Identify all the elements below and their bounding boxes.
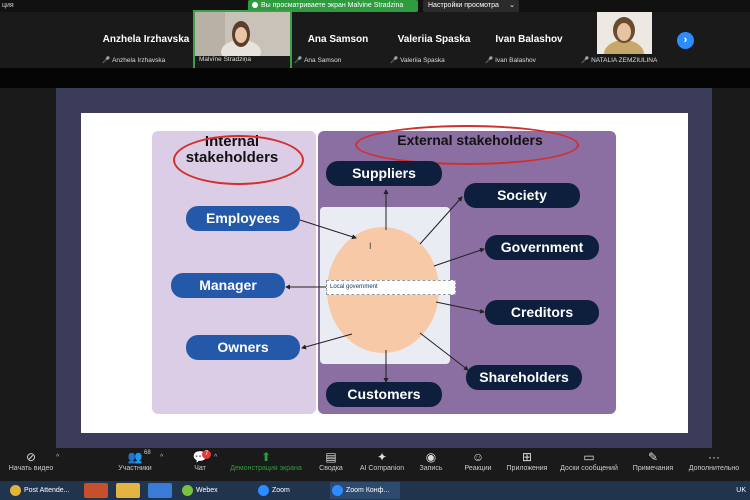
more-button[interactable]: ··· Дополнительно — [684, 448, 744, 481]
apps-icon: ⊞ — [521, 450, 533, 464]
participant-tile[interactable]: Valeriia Spaska 🎤Valeriia Spaska — [386, 12, 482, 68]
mic-muted-icon: 🎤 — [102, 57, 111, 64]
stakeholder-government: Government — [485, 235, 599, 260]
participant-tile-active-speaker[interactable]: Malvīne Stradziņa — [193, 10, 292, 70]
participant-label: 🎤Ivan Balashov — [485, 57, 536, 64]
participant-label: 🎤Ana Samson — [294, 57, 342, 64]
participant-label: 🎤NATALIA ZEMZIULINA — [581, 57, 658, 64]
webex-icon — [182, 485, 193, 496]
participant-tile[interactable]: Anzhela Irzhavska 🎤Anzhela Irzhavska — [98, 12, 194, 68]
zoom-icon — [332, 485, 343, 496]
chevron-right-icon: › — [683, 34, 688, 46]
participant-name: Ana Samson — [307, 34, 369, 45]
meeting-toolbar: ⊘ Начать видео ^ 👥 68 Участники ^ 💬 7 Ча… — [0, 448, 750, 481]
taskbar-webex[interactable]: Webex — [180, 482, 240, 499]
reactions-icon: ☺ — [471, 450, 485, 464]
stakeholder-society: Society — [464, 183, 580, 208]
stakeholder-customers: Customers — [326, 382, 442, 407]
ai-companion-button[interactable]: ✦ AI Companion — [354, 448, 410, 481]
chat-icon: 💬 — [192, 450, 208, 464]
stakeholder-creditors: Creditors — [485, 300, 599, 325]
start-video-button[interactable]: ⊘ Начать видео — [2, 448, 60, 481]
mic-muted-icon: 🎤 — [294, 57, 303, 64]
participant-tile[interactable]: Ivan Balashov 🎤Ivan Balashov — [481, 12, 577, 68]
participants-count: 68 — [144, 450, 151, 456]
viewer-top-band — [0, 68, 750, 88]
os-taskbar: Post Attende... Webex Zoom Zoom Конф... … — [0, 481, 750, 500]
participants-icon: 👥 — [127, 450, 143, 464]
keyboard-layout[interactable]: UK — [736, 487, 746, 494]
stakeholder-manager: Manager — [171, 273, 285, 298]
participants-button[interactable]: 👥 68 Участники — [106, 448, 164, 481]
stakeholder-employees: Employees — [186, 206, 300, 231]
next-participants-button[interactable]: › — [677, 32, 694, 49]
powerpoint-icon[interactable] — [84, 483, 108, 498]
app-icon[interactable] — [148, 483, 172, 498]
sharing-text: Вы просматриваете экран Malvine Stradzin… — [261, 2, 404, 9]
ai-companion-icon: ✦ — [376, 450, 388, 464]
taskbar-zoom-meeting[interactable]: Zoom Конф... — [330, 482, 400, 499]
record-icon: ◉ — [425, 450, 437, 464]
participant-name: Ivan Balashov — [495, 34, 563, 45]
summary-icon: ▤ — [325, 450, 337, 464]
whiteboards-icon: ▭ — [583, 450, 595, 464]
sharing-dot-icon — [252, 2, 258, 8]
video-off-icon: ⊘ — [25, 450, 37, 464]
participant-label: 🎤Anzhela Irzhavska — [102, 57, 166, 64]
chevron-down-icon: ⌄ — [509, 2, 515, 9]
participant-video — [195, 12, 290, 56]
apps-button[interactable]: ⊞ Приложения — [502, 448, 552, 481]
record-button[interactable]: ◉ Запись — [412, 448, 450, 481]
participant-tile[interactable]: Ana Samson 🎤Ana Samson — [290, 12, 386, 68]
participant-tile[interactable]: 🎤NATALIA ZEMZIULINA — [577, 12, 673, 68]
share-screen-button[interactable]: ⬆ Демонстрация экрана — [226, 448, 306, 481]
participants-options-chevron-icon[interactable]: ^ — [160, 454, 164, 461]
mic-muted-icon: 🎤 — [390, 57, 399, 64]
chrome-icon — [10, 485, 21, 496]
participant-name: Valeriia Spaska — [397, 34, 471, 45]
stakeholder-suppliers: Suppliers — [326, 161, 442, 186]
whiteboards-button[interactable]: ▭ Доски сообщений — [556, 448, 622, 481]
participant-video — [597, 12, 652, 54]
chat-button[interactable]: 💬 7 Чат — [182, 448, 218, 481]
chat-options-chevron-icon[interactable]: ^ — [214, 454, 218, 461]
video-options-chevron-icon[interactable]: ^ — [56, 454, 60, 461]
chat-unread-badge: 7 — [202, 450, 211, 459]
taskbar-chrome[interactable]: Post Attende... — [8, 482, 78, 499]
file-explorer-icon[interactable] — [116, 483, 140, 498]
participant-label: 🎤Valeriia Spaska — [390, 57, 445, 64]
participant-name: Anzhela Irzhavska — [102, 34, 190, 45]
text-cursor-icon: I — [369, 241, 372, 251]
participant-label: Malvīne Stradziņa — [199, 56, 252, 63]
banner-left-text: ция — [2, 2, 14, 9]
stakeholder-shareholders: Shareholders — [466, 365, 582, 390]
highlight-oval-external — [355, 125, 579, 165]
highlight-oval-internal — [173, 135, 304, 185]
notes-button[interactable]: ✎ Примечания — [628, 448, 678, 481]
notes-icon: ✎ — [647, 450, 659, 464]
share-banner: ция Вы просматриваете экран Malvine Stra… — [0, 0, 750, 12]
share-screen-icon: ⬆ — [260, 450, 272, 464]
stakeholder-owners: Owners — [186, 335, 300, 360]
sharing-indicator: Вы просматриваете экран Malvine Stradzin… — [248, 0, 418, 12]
zoom-icon — [258, 485, 269, 496]
participant-strip: Anzhela Irzhavska 🎤Anzhela Irzhavska Mal… — [0, 10, 750, 70]
reactions-button[interactable]: ☺ Реакции — [458, 448, 498, 481]
local-government-textbox[interactable]: Local government — [326, 280, 456, 295]
taskbar-zoom[interactable]: Zoom — [256, 482, 316, 499]
view-settings-button[interactable]: Настройки просмотра ⌄ — [423, 0, 519, 12]
mic-muted-icon: 🎤 — [485, 57, 494, 64]
summary-button[interactable]: ▤ Сводка — [312, 448, 350, 481]
view-settings-label: Настройки просмотра — [428, 2, 499, 9]
mic-muted-icon: 🎤 — [581, 57, 590, 64]
more-icon: ··· — [708, 450, 720, 464]
